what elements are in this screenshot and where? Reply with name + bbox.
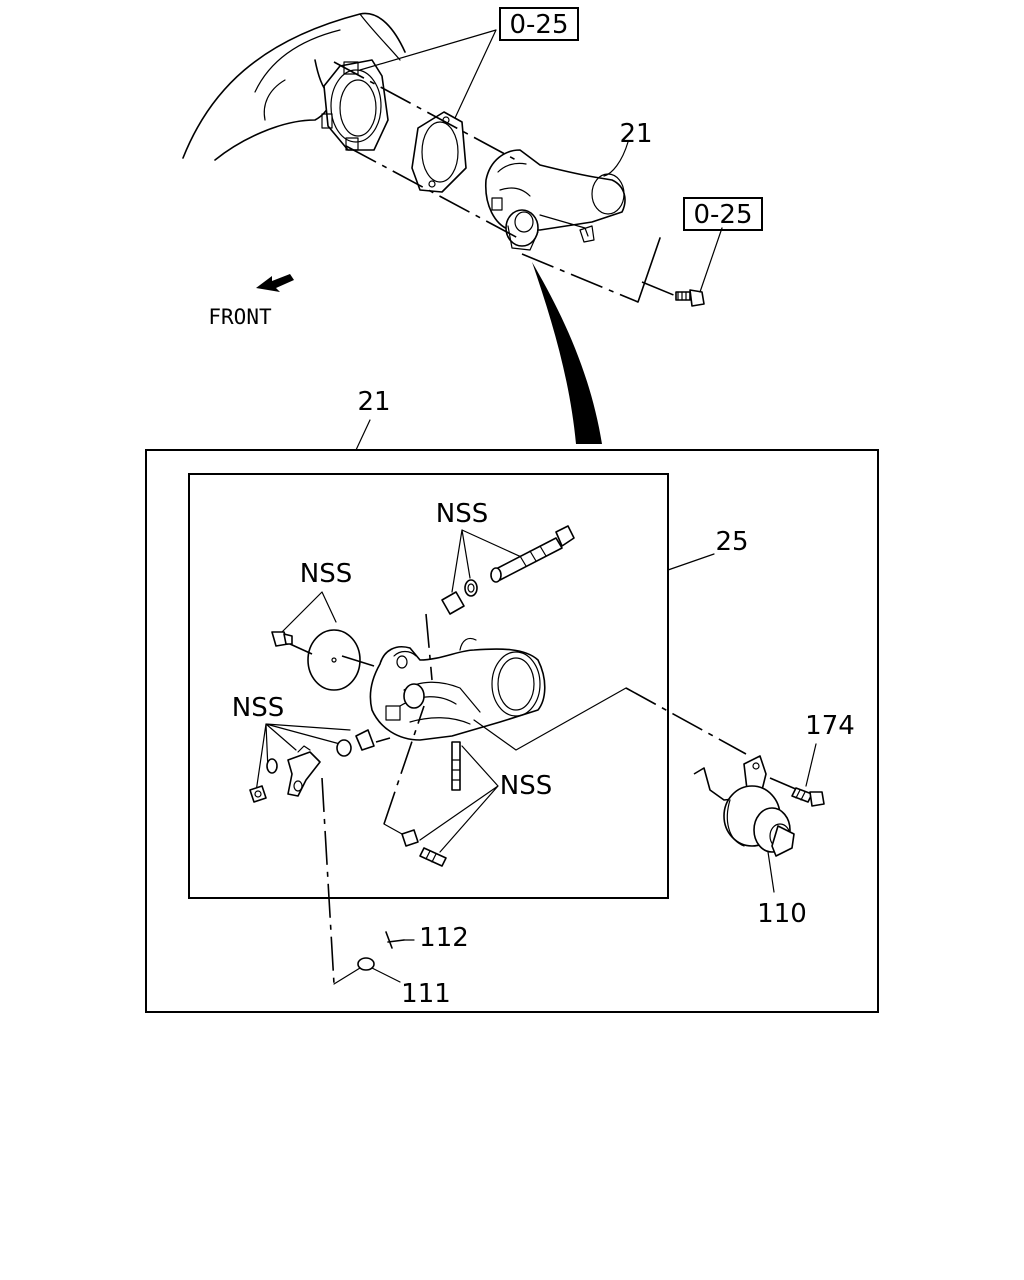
reference-box-0-25-right: 0-25 xyxy=(683,197,763,231)
bushing-lower xyxy=(336,729,375,757)
exhaust-gasket xyxy=(411,111,467,193)
cotter-pin xyxy=(385,931,405,949)
leader-111 xyxy=(371,967,401,983)
nss-label-lower-left: NSS xyxy=(232,693,284,723)
part-number-112: 112 xyxy=(419,923,469,953)
part-number-174: 174 xyxy=(805,711,855,741)
leader-174 xyxy=(805,743,817,787)
alignment-line-bolt-174 xyxy=(769,777,799,791)
bracket-line-top xyxy=(637,237,661,303)
reference-label-right: 0-25 xyxy=(693,200,752,230)
front-label: FRONT xyxy=(208,305,272,329)
nss-label-upper: NSS xyxy=(436,499,488,529)
long-bolt xyxy=(490,525,575,583)
valve-stud xyxy=(451,741,461,791)
plate-screw xyxy=(271,631,293,647)
alignment-line-lever xyxy=(375,737,391,743)
nss-label-left: NSS xyxy=(300,559,352,589)
part-number-111: 111 xyxy=(401,979,451,1009)
stud-nut xyxy=(401,829,419,847)
actuator-link-line xyxy=(473,687,627,751)
actuator-bolt xyxy=(791,787,825,807)
detail-inner-frame xyxy=(188,473,669,899)
bracket-line-washer xyxy=(333,967,361,985)
detail-outer-frame xyxy=(145,449,879,1013)
valve-lever xyxy=(287,745,321,797)
alignment-line-stud xyxy=(383,705,425,825)
alignment-line-actuator xyxy=(625,687,747,755)
flange-bolt-top xyxy=(675,289,705,307)
washer-lower-left xyxy=(266,758,278,774)
leader-25 xyxy=(667,553,715,571)
alignment-line-bushing xyxy=(425,613,433,681)
reference-label-top: 0-25 xyxy=(509,10,568,40)
vacuum-actuator xyxy=(693,755,795,857)
front-arrow-icon xyxy=(256,274,294,292)
reference-box-0-25-top: 0-25 xyxy=(499,7,579,41)
alignment-line-lever-down xyxy=(321,777,335,985)
washer-111 xyxy=(357,957,375,971)
leader-nss-lower-right xyxy=(419,745,499,853)
part-number-21-top: 21 xyxy=(619,119,652,149)
part-number-21-box: 21 xyxy=(357,387,390,417)
alignment-line-top-1 xyxy=(333,61,517,161)
leader-nss-lower-left xyxy=(255,723,351,793)
leader-nss-upper xyxy=(451,529,529,593)
leader-ref-right xyxy=(699,227,723,293)
valve-plate xyxy=(307,629,361,691)
part-number-110: 110 xyxy=(757,899,807,929)
alignment-line-top-3 xyxy=(521,253,639,303)
alignment-line-plate-2 xyxy=(341,655,375,667)
exhaust-brake-valve-top xyxy=(485,149,626,251)
alignment-line-plate xyxy=(289,643,313,655)
leader-21-box xyxy=(355,419,371,451)
exhaust-brake-valve-body xyxy=(369,637,546,741)
part-number-25: 25 xyxy=(715,527,748,557)
detail-pointer xyxy=(532,262,602,444)
bracket-line-stud xyxy=(383,823,403,835)
leader-110 xyxy=(767,851,775,893)
alignment-line-top-2 xyxy=(345,145,519,239)
leader-21-top xyxy=(603,141,629,177)
leader-nss-left xyxy=(281,591,337,633)
nss-label-lower-right: NSS xyxy=(500,771,552,801)
alignment-line-top-4 xyxy=(641,281,677,297)
bushing-upper xyxy=(441,579,478,615)
leader-ref-top xyxy=(359,29,497,119)
stud-bolt xyxy=(419,847,447,867)
lever-nut xyxy=(249,785,267,803)
